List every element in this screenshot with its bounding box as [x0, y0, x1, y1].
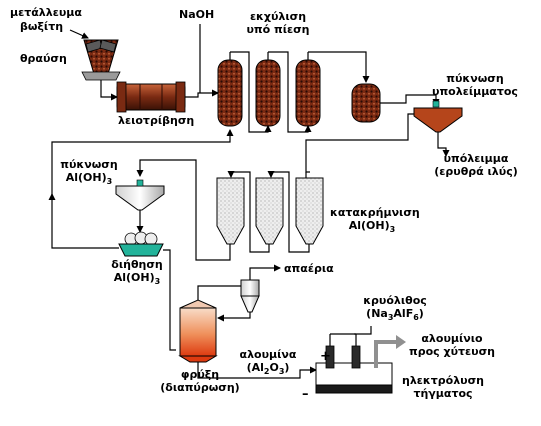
- grinding-mill: [116, 81, 186, 113]
- crushing-label: θραύση: [20, 52, 67, 65]
- ore-label: μετάλλευμα: [10, 6, 82, 19]
- flash-tank: [351, 83, 381, 123]
- aloh-thickener: [115, 179, 165, 211]
- cathode-minus-label: –: [302, 387, 309, 402]
- anode-plus-label: +: [320, 349, 331, 364]
- residue-label: υπόλειμμα(ερυθρά ιλύς): [434, 152, 518, 178]
- cryolite-label: κρυόλιθος(Na3AlF6): [363, 294, 427, 323]
- naoh-label: NaOH: [179, 8, 215, 21]
- digester-3: [295, 52, 321, 127]
- calcination-label: φρύξη(διαπύρωση): [160, 368, 240, 394]
- ore-label-2: βωξίτη: [20, 20, 64, 33]
- crusher: [81, 39, 121, 81]
- precipitator-1: [216, 177, 245, 245]
- exhaust-label: απαέρια: [284, 262, 334, 275]
- grinding-label: λειοτρίβηση: [118, 114, 195, 127]
- alumina-label: αλουμίνα(Al2O3): [239, 348, 297, 377]
- electrolysis-cell: [315, 333, 393, 394]
- cyclone: [240, 279, 260, 313]
- residue-thickener: [413, 100, 463, 133]
- precipitator-2: [255, 177, 284, 245]
- digester-2: [255, 52, 281, 127]
- calcination-kiln: [178, 299, 218, 363]
- digester-1: [217, 52, 243, 127]
- filter: [118, 231, 164, 257]
- precipitator-3: [295, 177, 324, 245]
- ore-feed-arrow: [69, 29, 89, 39]
